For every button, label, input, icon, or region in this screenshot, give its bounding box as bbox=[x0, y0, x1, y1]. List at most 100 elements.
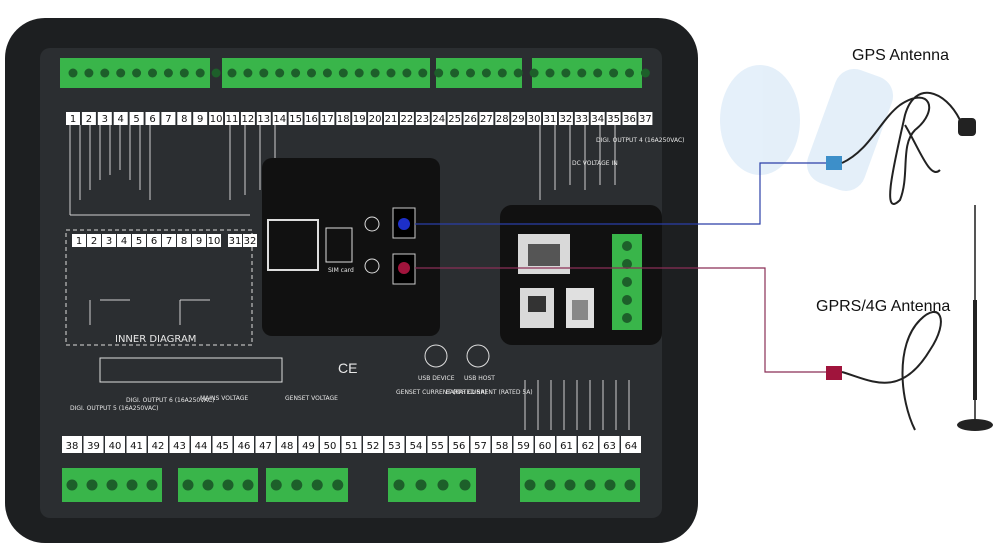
terminal-screw bbox=[622, 295, 632, 305]
svg-text:2: 2 bbox=[86, 114, 92, 125]
svg-text:61: 61 bbox=[560, 441, 573, 452]
top-terminal-number: 16 bbox=[304, 112, 319, 125]
svg-text:34: 34 bbox=[591, 114, 604, 125]
usb-device-label: USB DEVICE bbox=[418, 375, 455, 382]
bottom-terminal-number: 42 bbox=[148, 436, 168, 453]
terminal-screw bbox=[86, 479, 98, 491]
sim-card-label: SIM card bbox=[328, 267, 354, 274]
inner-diagram-box bbox=[65, 229, 253, 346]
terminal-screw bbox=[291, 479, 303, 491]
svg-text:59: 59 bbox=[517, 441, 530, 452]
digi-output-4-label: DIGI. OUTPUT 4 (16A250VAC) bbox=[596, 137, 685, 144]
bottom-terminal-number: 62 bbox=[578, 436, 598, 453]
top-terminal-number: 25 bbox=[447, 112, 462, 125]
svg-text:14: 14 bbox=[273, 114, 286, 125]
bottom-terminal-number: 57 bbox=[470, 436, 491, 453]
top-terminal-number: 1 bbox=[66, 112, 80, 125]
terminal-screw bbox=[593, 68, 603, 78]
terminal-screw bbox=[437, 479, 449, 491]
terminal-screw bbox=[481, 68, 491, 78]
svg-text:48: 48 bbox=[281, 441, 294, 452]
top-terminal-number: 19 bbox=[352, 112, 367, 125]
terminal-screw bbox=[311, 479, 323, 491]
genset-current-label: GENSET CURRENT (RATED 5A) bbox=[396, 389, 487, 396]
top-terminal-number: 2 bbox=[81, 112, 96, 125]
bottom-terminal-number: 54 bbox=[406, 436, 426, 453]
terminal-screw bbox=[146, 479, 158, 491]
svg-text:27: 27 bbox=[480, 114, 493, 125]
terminal-screw bbox=[163, 68, 173, 78]
terminal-screw bbox=[624, 479, 636, 491]
svg-text:16: 16 bbox=[305, 114, 318, 125]
svg-text:11: 11 bbox=[226, 114, 239, 125]
svg-text:29: 29 bbox=[512, 114, 525, 125]
svg-text:1: 1 bbox=[76, 236, 82, 247]
svg-text:22: 22 bbox=[401, 114, 414, 125]
svg-text:7: 7 bbox=[166, 236, 172, 247]
terminal-screw bbox=[270, 479, 282, 491]
top-terminal-number: 27 bbox=[479, 112, 494, 125]
bottom-terminal-number: 55 bbox=[427, 436, 448, 453]
module-plate bbox=[262, 158, 440, 336]
bottom-terminal-number: 38 bbox=[62, 436, 82, 453]
top-terminal-number: 35 bbox=[606, 112, 621, 125]
svg-text:4: 4 bbox=[121, 236, 127, 247]
gprs-symbol-icon bbox=[364, 258, 380, 274]
top-terminal-number: 5 bbox=[129, 112, 144, 125]
bottom-terminal-number: 41 bbox=[126, 436, 147, 453]
top-terminal-number: 36 bbox=[622, 112, 637, 125]
svg-text:3: 3 bbox=[102, 114, 108, 125]
svg-text:5: 5 bbox=[136, 236, 142, 247]
top-terminal-blocks bbox=[60, 58, 642, 88]
svg-text:39: 39 bbox=[87, 441, 100, 452]
terminal-screw bbox=[84, 68, 94, 78]
svg-text:44: 44 bbox=[195, 441, 208, 452]
bottom-terminal-number: 48 bbox=[277, 436, 297, 453]
bottom-terminal-number: 44 bbox=[191, 436, 211, 453]
svg-text:36: 36 bbox=[623, 114, 636, 125]
digi-output-6-label: DIGI. OUTPUT 6 (16A250VAC) bbox=[126, 397, 215, 404]
terminal-screw bbox=[132, 68, 142, 78]
svg-text:63: 63 bbox=[603, 441, 616, 452]
terminal-screw bbox=[259, 68, 269, 78]
svg-text:51: 51 bbox=[345, 441, 358, 452]
terminal-screw bbox=[545, 68, 555, 78]
terminal-screw bbox=[622, 313, 632, 323]
top-terminal-number: 9 bbox=[193, 112, 208, 125]
svg-text:32: 32 bbox=[560, 114, 573, 125]
svg-text:20: 20 bbox=[369, 114, 382, 125]
gps-antenna-label: GPS Antenna bbox=[852, 47, 949, 64]
svg-text:12: 12 bbox=[242, 114, 255, 125]
bottom-terminal-number: 43 bbox=[169, 436, 190, 453]
top-terminal-number: 4 bbox=[113, 112, 128, 125]
bottom-terminal-number: 63 bbox=[599, 436, 620, 453]
top-terminal-number: 17 bbox=[320, 112, 335, 125]
terminal-screw bbox=[561, 68, 571, 78]
bottom-terminal-number: 47 bbox=[255, 436, 276, 453]
svg-text:7: 7 bbox=[165, 114, 171, 125]
top-terminal-number: 26 bbox=[463, 112, 478, 125]
inner-terminal-number: 1 bbox=[72, 234, 86, 247]
inner-terminal-number: 5 bbox=[132, 234, 146, 247]
terminal-screw bbox=[584, 479, 596, 491]
svg-text:19: 19 bbox=[353, 114, 366, 125]
svg-text:31: 31 bbox=[229, 236, 242, 247]
terminal-screw bbox=[242, 479, 254, 491]
blank-label-plate bbox=[99, 357, 283, 383]
terminal-screw bbox=[338, 68, 348, 78]
svg-text:49: 49 bbox=[302, 441, 315, 452]
svg-text:52: 52 bbox=[367, 441, 380, 452]
terminal-screw bbox=[622, 241, 632, 251]
terminal-screw bbox=[179, 68, 189, 78]
top-terminal-number: 29 bbox=[511, 112, 526, 125]
terminal-screw bbox=[354, 68, 364, 78]
terminal-screw bbox=[622, 259, 632, 269]
terminal-screw bbox=[564, 479, 576, 491]
terminal-screw bbox=[116, 68, 126, 78]
inner-terminal-number: 7 bbox=[162, 234, 176, 247]
gps-wire bbox=[415, 162, 830, 225]
inner-terminal-number: 4 bbox=[117, 234, 131, 247]
bottom-terminal-number: 61 bbox=[556, 436, 577, 453]
top-terminal-number: 22 bbox=[399, 112, 414, 125]
